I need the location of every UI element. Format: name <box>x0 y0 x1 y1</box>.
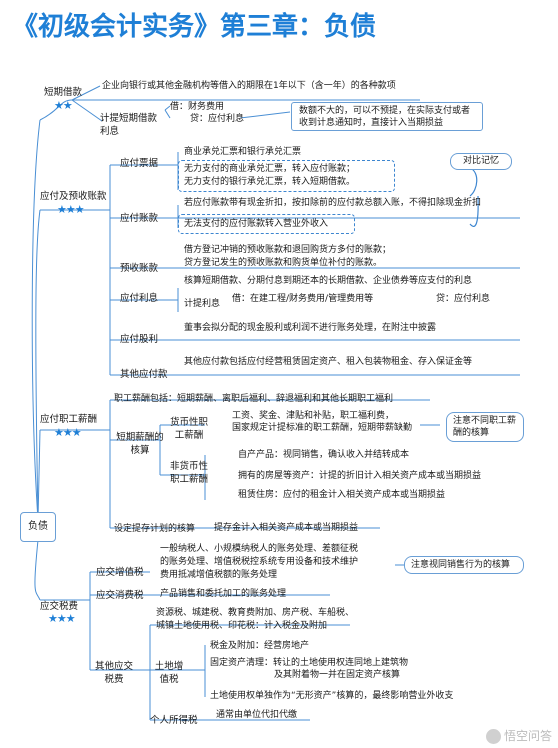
interest-payable-debit: 借：在建工程/财务费用/管理费用等 <box>232 294 374 304</box>
vat-3: 费用抵减增值税额的账务处理 <box>160 570 278 580</box>
dividends-desc: 董事会拟分配的现金股利或利润不进行账务处理，在附注中披露 <box>184 323 437 333</box>
land-vat-4: 土地使用权单独作为“无形资产”核算的，最终影响营业外收支 <box>210 691 454 701</box>
interest-note: 数额不大的，可以不预提，在实际支付或者收到计息通知时，直接计入当期损益 <box>299 106 471 128</box>
notes-payable-types: 商业承兑汇票和银行承兑汇票 <box>184 147 302 157</box>
watermark: 悟空问答 <box>485 727 552 744</box>
interest-debit: 借：财务费用 <box>170 102 225 112</box>
interest-accrual-label: 计提短期借款利息 <box>100 112 162 138</box>
interest-credit: 贷：应付利息 <box>190 114 245 124</box>
adv-debit: 借方登记冲销的预收账款和退回购货方多付的账款； <box>184 245 392 255</box>
nonmonetary-2: 拥有的房屋等资产：计提的折旧计入相关资产成本或当期损益 <box>238 471 482 481</box>
other-payables-label: 其他应付款 <box>120 369 168 380</box>
payroll-note: 注意不同职工薪酬的核算 <box>453 416 517 438</box>
monetary-pay-2: 国家规定计提标准的职工薪酬，短期带薪缺勤 <box>232 423 413 433</box>
ap-discount: 若应付账款带有现金折扣，按扣除前的应付款总额入账，不得扣除现金折扣 <box>184 198 482 208</box>
interest-payable-credit: 贷：应付利息 <box>436 294 491 304</box>
land-vat-3: 及其附着物一并在固定资产核算 <box>274 670 401 680</box>
page-title: 《初级会计实务》第三章：负债 <box>12 12 377 42</box>
other-taxes-2: 城镇土地使用税、印花税：计入税金及附加 <box>156 621 328 631</box>
compare-box: 对比记忆 <box>450 153 512 170</box>
notes-payable-bank: 无力支付的银行承兑汇票，转入短期借款。 <box>184 177 356 187</box>
notes-payable-label: 应付票据 <box>120 158 159 169</box>
short-loan-label: 短期借款 <box>44 87 83 98</box>
payroll-stars: ★★★ <box>54 426 82 439</box>
center-label: 负债 <box>28 521 48 532</box>
nonmonetary-pay-text: 非货币性职工薪酬 <box>169 461 208 485</box>
interest-payable-label: 应付利息 <box>120 293 159 304</box>
short-term-pay-label: 短期薪酬的核算 <box>116 431 164 457</box>
other-payables-desc: 其他应付款包括应付经营租赁固定资产、租入包装物租金、存入保证金等 <box>184 357 473 367</box>
payroll-includes: 职工薪酬包括：短期薪酬、离职后福利、辞退福利和其他长期职工福利 <box>114 394 394 404</box>
vat-note-box: 注意视同销售行为的核算 <box>404 556 524 574</box>
vat-label: 应交增值税 <box>96 567 144 578</box>
payroll-label: 应付职工薪酬 <box>40 414 98 425</box>
taxes-stars: ★★★ <box>48 612 76 625</box>
accounts-payable-label: 应付账款 <box>120 213 159 224</box>
vat-note: 注意视同销售行为的核算 <box>411 560 511 570</box>
vat-2: 的账务处理、增值税税控系统专用设备和技术维护 <box>160 557 359 567</box>
interest-accrual-text: 计提短期借款利息 <box>100 113 158 137</box>
vat-1: 一般纳税人、小规模纳税人的账务处理、差额征税 <box>160 544 359 554</box>
wukong-logo-icon <box>485 729 501 744</box>
notes-payable-commercial: 无力支付的商业承兑汇票，转入应付账款； <box>184 164 356 174</box>
ap-writeoff: 无法支付的应付账款转入营业外收入 <box>184 219 329 229</box>
nonmonetary-1: 自产产品：视同销售，确认收入并结转成本 <box>238 450 410 460</box>
interest-payable-sub: 计提利息 <box>184 299 221 309</box>
dividends-payable-label: 应付股利 <box>120 334 159 345</box>
short-loan-desc: 企业向银行或其他金融机构等借入的期限在1年以下（含一年）的各种款项 <box>102 81 396 91</box>
watermark-text: 悟空问答 <box>503 729 552 743</box>
monetary-pay-1: 工资、奖金、津贴和补贴，职工福利费， <box>232 411 395 421</box>
ap-writeoff-box <box>178 214 355 234</box>
income-tax-desc: 通常由单位代扣代缴 <box>216 710 298 720</box>
payroll-note-box: 注意不同职工薪酬的核算 <box>446 412 524 442</box>
interest-note-box: 数额不大的，可以不预提，在实际支付或者收到计息通知时，直接计入当期损益 <box>291 102 483 131</box>
land-vat-2: 固定资产清理：转让的土地使用权连同地上建筑物 <box>210 658 409 668</box>
nonmonetary-pay-label: 非货币性职工薪酬 <box>166 460 212 486</box>
center-node: 负债 <box>20 512 56 542</box>
land-vat-label: 土地增值税 <box>154 660 184 686</box>
short-term-pay-text: 短期薪酬的核算 <box>116 432 164 456</box>
advance-receipts-label: 预收账款 <box>120 263 159 274</box>
income-tax-label: 个人所得税 <box>150 715 198 726</box>
compare-label: 对比记忆 <box>462 156 499 166</box>
monetary-pay-label: 货币性职工薪酬 <box>166 416 212 442</box>
adv-credit: 贷方登记发生的预收账款和购货单位补付的账款。 <box>184 258 383 268</box>
short-loan-stars: ★★ <box>54 99 73 112</box>
nonmonetary-3: 租赁住房：应付的租金计入相关资产成本或当期损益 <box>238 490 446 500</box>
payables-stars: ★★★ <box>57 203 85 216</box>
payables-label: 应付及预收账款 <box>40 191 107 202</box>
consumption-tax-label: 应交消费税 <box>96 590 144 601</box>
monetary-pay-text: 货币性职工薪酬 <box>169 417 208 441</box>
taxes-label: 应交税费 <box>40 601 79 612</box>
notes-payable-box <box>178 160 395 192</box>
defined-contribution-desc: 提存金计入相关资产成本或当期损益 <box>214 523 359 533</box>
land-vat-1: 税金及附加：经营房地产 <box>210 641 310 651</box>
other-taxes-label: 其他应交税费 <box>94 660 134 686</box>
land-vat-text: 土地增值税 <box>154 661 184 685</box>
defined-contribution-label: 设定提存计划的核算 <box>114 524 196 534</box>
other-taxes-text: 其他应交税费 <box>94 661 133 685</box>
other-taxes-1: 资源税、城建税、教育费附加、房产税、车船税、 <box>156 608 355 618</box>
interest-payable-desc: 核算短期借款、分期付息到期还本的长期借款、企业债券等应支付的利息 <box>184 276 473 286</box>
consumption-tax-desc: 产品销售和委托加工的账务处理 <box>160 589 287 599</box>
